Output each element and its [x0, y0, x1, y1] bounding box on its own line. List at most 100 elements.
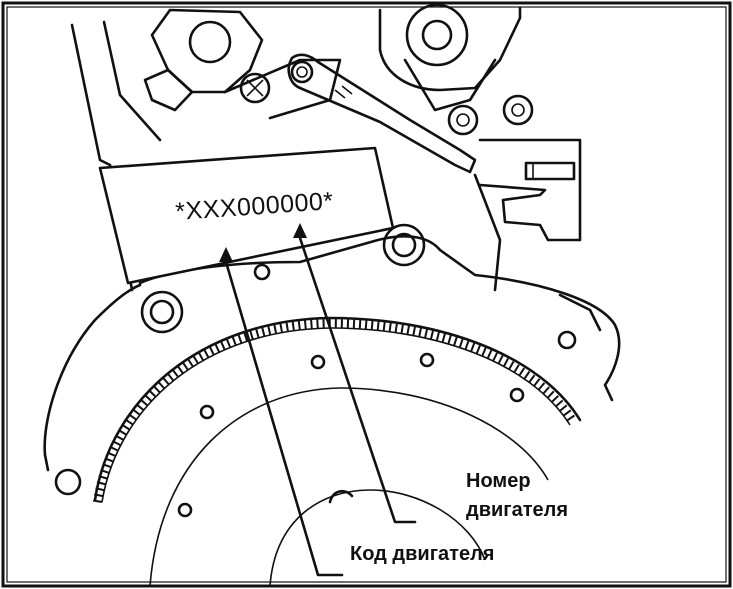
flywheel-hole-1 — [199, 404, 215, 420]
gear-tooth — [106, 451, 116, 457]
gear-tooth — [528, 374, 536, 383]
gear-tooth — [187, 358, 194, 368]
flywheel-inner-circle-2 — [269, 489, 486, 587]
gear-tooth — [542, 386, 550, 395]
gear-tooth — [144, 394, 153, 402]
right-casing-edge — [473, 173, 502, 292]
gear-tooth — [104, 457, 114, 463]
gear-tooth — [492, 352, 498, 362]
plate-bolt-right-inner — [391, 232, 417, 258]
gear-tooth — [551, 395, 560, 403]
gear-tooth — [153, 385, 161, 394]
gear-tooth — [546, 390, 555, 399]
gear-tooth — [297, 320, 301, 331]
small-hole-3 — [54, 468, 82, 496]
gear-tooth — [157, 381, 166, 390]
gear-tooth — [140, 398, 149, 407]
gear-tooth — [285, 322, 289, 332]
gear-tooth — [225, 338, 232, 348]
gear-tooth — [102, 463, 112, 469]
gear-tooth — [115, 434, 124, 441]
arm-detail — [334, 85, 353, 99]
gear-tooth — [447, 335, 452, 345]
gear-tooth — [533, 378, 541, 387]
bracket-stud — [143, 68, 194, 112]
gear-tooth — [197, 352, 205, 362]
pulley-outer — [405, 3, 469, 67]
gear-tooth — [121, 423, 131, 431]
gear-tooth — [132, 408, 141, 416]
gear-tooth — [502, 358, 509, 367]
gear-tooth — [523, 370, 531, 380]
gear-tooth — [562, 409, 572, 417]
gear-tooth — [310, 319, 313, 329]
flywheel-inner-circle-1 — [149, 387, 549, 587]
gear-tooth — [429, 330, 434, 340]
top-bracket-hole — [188, 20, 232, 64]
gear-tooth — [203, 349, 210, 359]
gear-tooth — [167, 373, 175, 382]
gear-tooth — [220, 341, 226, 351]
gear-tooth — [109, 445, 119, 452]
gear-tooth — [267, 325, 272, 336]
engine-block-outline — [43, 235, 621, 457]
gear-tooth — [92, 499, 103, 503]
gear-tooth — [171, 369, 179, 378]
gear-tooth — [128, 413, 137, 421]
flywheel-hole-3 — [419, 352, 435, 368]
gear-tooth — [95, 487, 105, 492]
center-boss — [328, 489, 354, 504]
label-engine-code: Код двигателя — [350, 543, 494, 565]
gear-tooth — [555, 399, 564, 408]
gear-tooth — [382, 322, 386, 332]
gear-tooth — [182, 361, 189, 371]
tensioner-arm — [287, 53, 477, 174]
gear-tooth — [464, 340, 470, 350]
gear-tooth — [192, 355, 199, 365]
gear-tooth — [508, 361, 515, 370]
bolt-right-1-inner — [456, 113, 470, 127]
gear-tooth — [249, 330, 254, 340]
gear-tooth — [124, 418, 134, 426]
gear-tooth — [208, 346, 215, 356]
left-casing-edge — [43, 453, 50, 472]
bolt-upper-left — [239, 72, 271, 104]
gear-tooth — [435, 331, 440, 342]
plate-bolt-left-inner — [149, 299, 175, 325]
gear-tooth — [513, 364, 520, 373]
engine-number-arrowhead — [293, 223, 307, 238]
bolt-right-2 — [502, 94, 534, 126]
gear-tooth — [453, 336, 458, 347]
gear-tooth — [424, 329, 428, 339]
gear-tooth — [394, 323, 398, 333]
flywheel-hole-4 — [509, 387, 525, 403]
gear-tooth — [243, 332, 249, 342]
gear-tooth — [112, 440, 122, 447]
gear-tooth — [94, 493, 104, 498]
gear-tooth — [470, 342, 476, 352]
gear-tooth — [481, 347, 487, 357]
bolt-right-1 — [447, 104, 479, 136]
gear-tooth — [376, 321, 380, 331]
inner-border — [6, 6, 727, 583]
bolt-right-2-inner — [511, 103, 525, 117]
gear-tooth — [176, 365, 184, 375]
right-bracket — [478, 138, 582, 242]
bracket-slot — [524, 161, 576, 181]
plate-bolt-left — [140, 290, 184, 334]
flywheel-hole-2 — [310, 354, 326, 370]
flywheel-hole-5 — [177, 502, 193, 518]
gear-tooth — [370, 320, 374, 330]
plate-bolt-right — [382, 223, 426, 267]
gear-tooth — [537, 382, 546, 391]
gear-tooth — [406, 325, 410, 335]
gear-tooth — [118, 429, 127, 436]
gear-tooth — [418, 327, 422, 337]
gear-tooth — [400, 324, 404, 334]
gear-tooth — [162, 377, 170, 386]
arm-pivot — [290, 60, 314, 84]
upper-left-casing-inner — [102, 20, 162, 142]
gear-tooth — [497, 355, 504, 365]
